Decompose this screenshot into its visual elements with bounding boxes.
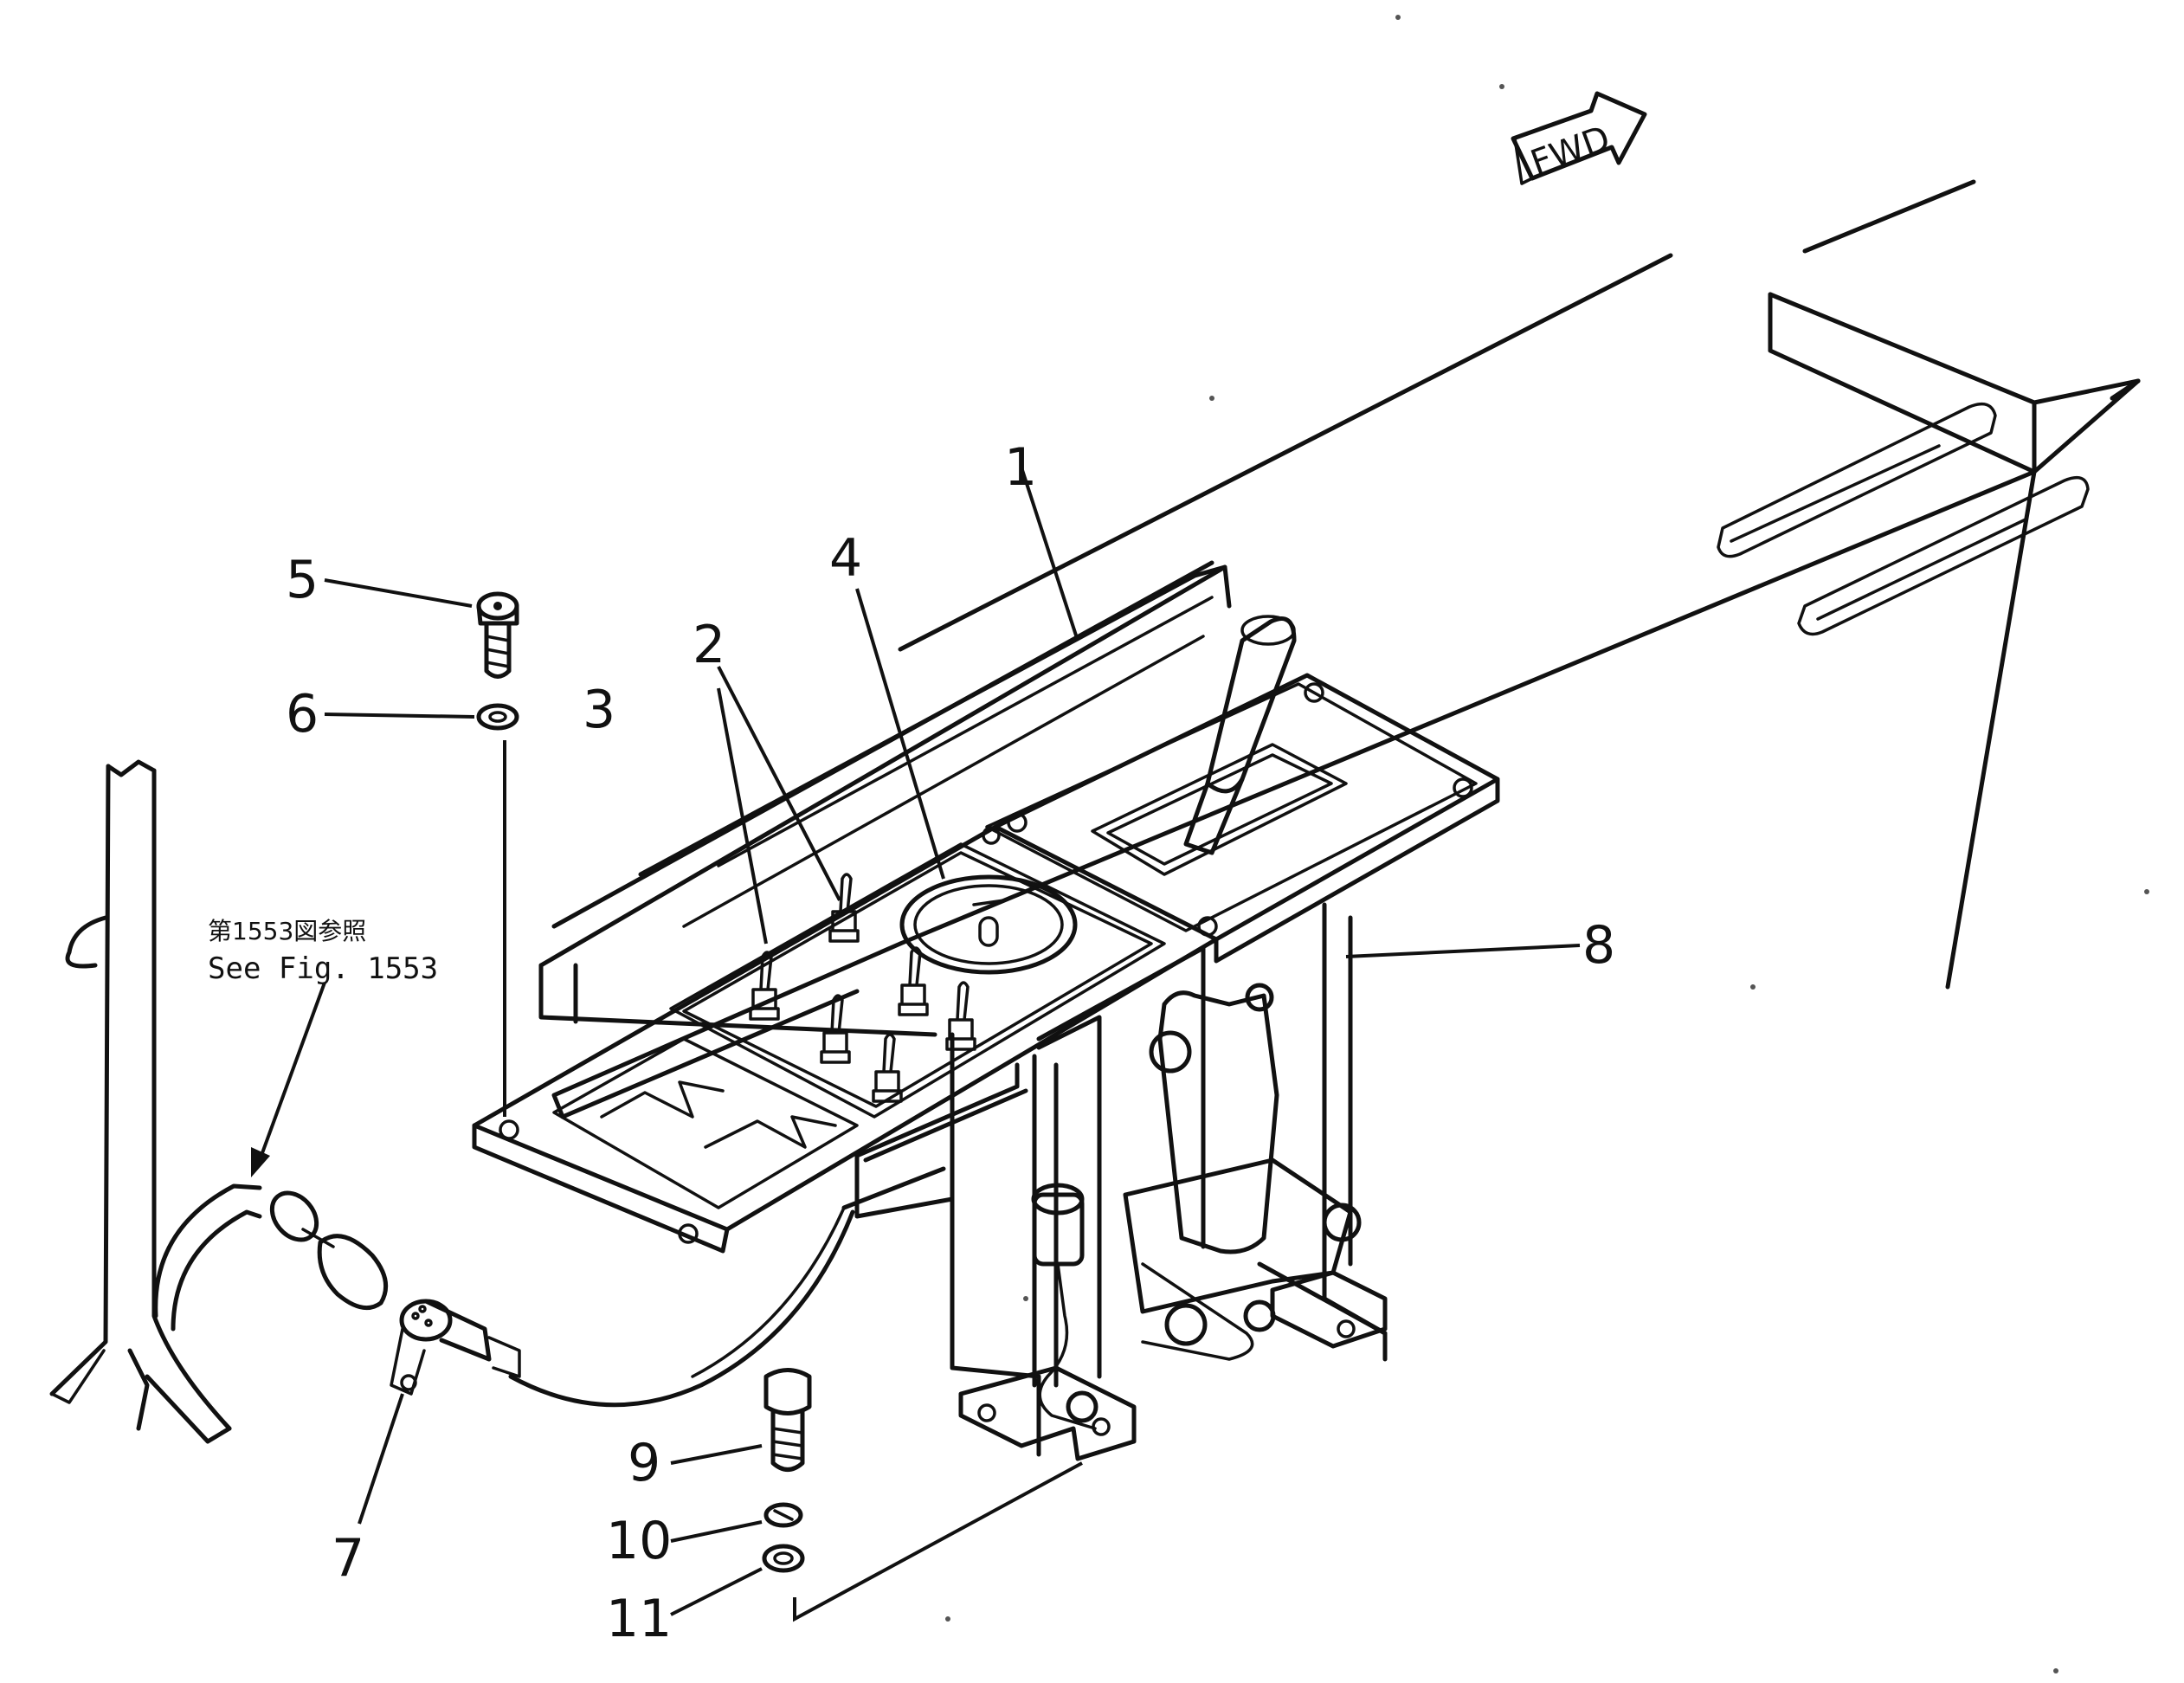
hour-meter	[899, 874, 1078, 975]
callout-5: 5	[286, 550, 319, 610]
scan-specks	[945, 15, 2149, 1673]
callout-9: 9	[628, 1433, 660, 1493]
main-harness	[49, 759, 389, 1444]
wiring-harness	[508, 1206, 855, 1408]
bolt-5	[476, 591, 519, 679]
callout-7: 7	[332, 1528, 364, 1589]
callout-3: 3	[583, 680, 615, 740]
floor-panel	[551, 179, 2141, 1119]
mounting-line-9	[793, 1461, 1083, 1622]
support-stand	[950, 902, 1388, 1461]
fwd-arrow: FWD	[1511, 91, 1647, 185]
toggle-switches	[749, 873, 976, 1103]
callout-2: 2	[693, 615, 725, 675]
bolt-9	[763, 1368, 812, 1472]
reference-note-japanese: 第1553図参照	[208, 917, 366, 945]
shift-lever	[1183, 615, 1297, 855]
lower-box	[841, 1062, 1028, 1219]
callout-6: 6	[286, 684, 319, 745]
console-frame	[538, 560, 1232, 1037]
reference-note: 第1553図参照 See Fig. 1553	[208, 917, 438, 986]
washer-11	[762, 1544, 805, 1573]
reference-note-english: See Fig. 1553	[208, 951, 438, 986]
callout-4: 4	[829, 528, 862, 589]
callout-1: 1	[1004, 437, 1037, 498]
callout-10: 10	[606, 1511, 672, 1571]
lock-washer-10	[763, 1502, 803, 1528]
panel-plate	[472, 673, 1500, 1254]
leader-lines	[251, 467, 1581, 1616]
callout-8: 8	[1582, 915, 1615, 976]
washer-6	[476, 703, 519, 731]
callout-labels: 1 2 3 4 5 6 7 8 9 10 11	[286, 437, 1615, 1649]
connector-7	[390, 1299, 521, 1396]
callout-11: 11	[606, 1589, 672, 1649]
